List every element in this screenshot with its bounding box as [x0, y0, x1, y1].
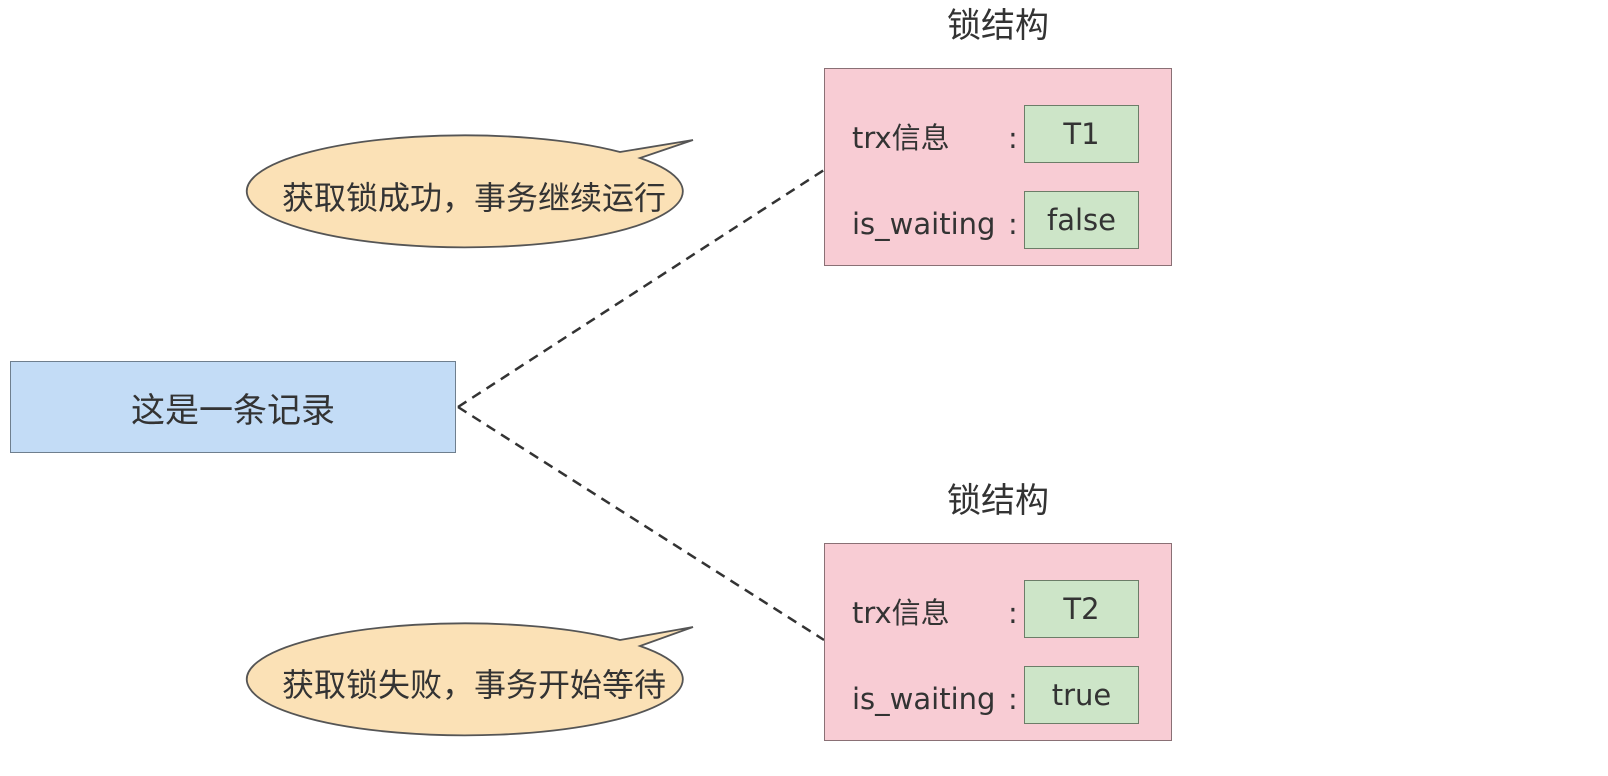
- trx-label: trx信息: [852, 596, 950, 630]
- trx-value: T2: [1063, 592, 1100, 626]
- trx-value: T1: [1063, 117, 1100, 151]
- connector-record-to-lock-2: [457, 405, 825, 642]
- is-waiting-value: false: [1047, 203, 1116, 237]
- lock-title-2: 锁结构: [947, 481, 1049, 521]
- bubble-text-failure: 获取锁失败，事务开始等待: [281, 666, 666, 704]
- is-waiting-label: is_waiting: [852, 207, 996, 241]
- bubble-text-success: 获取锁成功，事务继续运行: [281, 179, 666, 217]
- colon: :: [1008, 596, 1018, 630]
- colon: :: [1008, 207, 1018, 241]
- trx-value-box: T1: [1024, 105, 1139, 163]
- lock-structure-2: trx信息 : T2 is_waiting : true: [824, 543, 1172, 741]
- colon: :: [1008, 682, 1018, 716]
- is-waiting-label: is_waiting: [852, 682, 996, 716]
- record-box: 这是一条记录: [10, 361, 456, 453]
- is-waiting-value-box: true: [1024, 666, 1139, 724]
- trx-label: trx信息: [852, 121, 950, 155]
- lock-title-1: 锁结构: [947, 6, 1049, 46]
- is-waiting-value-box: false: [1024, 191, 1139, 249]
- record-label: 这是一条记录: [131, 390, 335, 431]
- is-waiting-value: true: [1051, 678, 1112, 712]
- trx-value-box: T2: [1024, 580, 1139, 638]
- colon: :: [1008, 121, 1018, 155]
- lock-structure-1: trx信息 : T1 is_waiting : false: [824, 68, 1172, 266]
